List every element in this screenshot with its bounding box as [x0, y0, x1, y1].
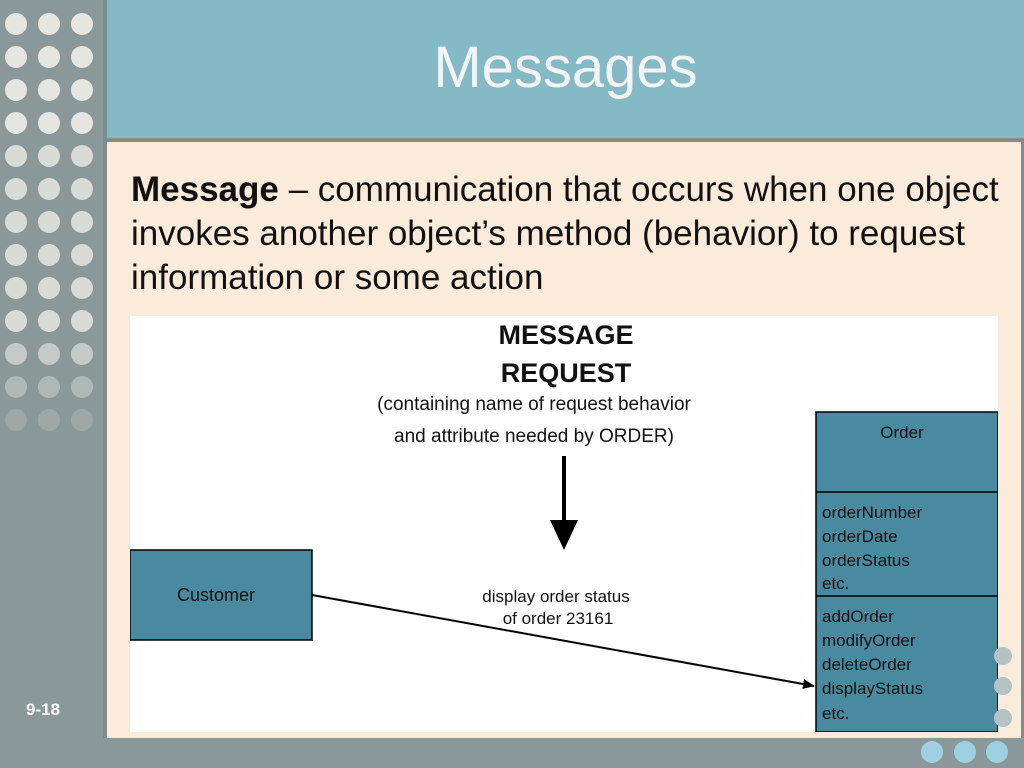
- order-method: deleteOrder: [822, 655, 912, 674]
- decor-dot: [38, 112, 60, 134]
- customer-label: Customer: [177, 585, 255, 605]
- request-title-line2: REQUEST: [501, 358, 632, 388]
- decor-dot: [5, 211, 27, 233]
- message-label-line1: display order status: [482, 587, 629, 606]
- request-note-line2: and attribute needed by ORDER): [394, 426, 674, 447]
- slide-title: Messages: [433, 35, 698, 100]
- decor-dot: [71, 277, 93, 299]
- order-attribute: orderDate: [822, 527, 898, 546]
- decor-dot: [38, 376, 60, 398]
- order-attribute: orderNumber: [822, 503, 922, 522]
- decor-dot: [5, 409, 27, 431]
- definition-body: communication that occurs when one objec…: [131, 170, 999, 297]
- down-arrow-icon: [550, 456, 578, 550]
- decor-dot: [5, 376, 27, 398]
- decor-dot: [5, 244, 27, 266]
- order-class-name: Order: [880, 423, 924, 442]
- decor-dot: [5, 343, 27, 365]
- decor-dot: [71, 178, 93, 200]
- decor-dot: [5, 46, 27, 68]
- decor-dot: [38, 46, 60, 68]
- request-note-line1: (containing name of request behavior: [377, 394, 691, 415]
- decor-dot: [38, 211, 60, 233]
- message-arrow: [311, 594, 815, 689]
- dot-pattern: [5, 13, 93, 431]
- decor-dot: [5, 145, 27, 167]
- order-attribute: orderStatus: [822, 551, 910, 570]
- decor-dot: [71, 244, 93, 266]
- decor-dot: [38, 145, 60, 167]
- decor-dot: [71, 79, 93, 101]
- sidebar-decoration: [0, 0, 103, 738]
- decor-dot: [38, 13, 60, 35]
- order-class-box: Order orderNumber orderDate orderStatus …: [815, 411, 998, 732]
- decor-dot: [38, 79, 60, 101]
- decor-dot: [71, 409, 93, 431]
- diagram-canvas: MESSAGE REQUEST (containing name of requ…: [130, 320, 998, 732]
- definition-dash: –: [278, 170, 318, 209]
- decor-dot: [5, 13, 27, 35]
- title-bar: Messages: [107, 0, 1024, 138]
- order-method: modifyOrder: [822, 631, 916, 650]
- decor-dot: [71, 145, 93, 167]
- message-diagram: MESSAGE REQUEST (containing name of requ…: [130, 316, 998, 732]
- bottom-bar: [0, 738, 1024, 768]
- message-label-line2: of order 23161: [503, 609, 614, 628]
- decor-dot: [38, 409, 60, 431]
- decor-dot: [38, 244, 60, 266]
- decor-dot: [38, 277, 60, 299]
- customer-box: [130, 549, 313, 641]
- decor-dot: [5, 178, 27, 200]
- slide-number: 9-18: [26, 700, 61, 719]
- order-method: displayStatus: [822, 679, 923, 698]
- order-method: etc.: [822, 704, 849, 723]
- decor-dot: [38, 178, 60, 200]
- decor-dot: [71, 13, 93, 35]
- order-attribute: etc.: [822, 574, 849, 593]
- decor-dot: [5, 79, 27, 101]
- decor-dot: [5, 277, 27, 299]
- decor-dot: [5, 112, 27, 134]
- decor-dot: [71, 112, 93, 134]
- decor-dot: [5, 310, 27, 332]
- order-method: addOrder: [822, 607, 894, 626]
- decor-dot: [71, 211, 93, 233]
- decor-dot: [71, 343, 93, 365]
- definition-text: Message – communication that occurs when…: [131, 168, 1011, 300]
- definition-term: Message: [131, 170, 279, 209]
- request-title-line1: MESSAGE: [498, 320, 633, 350]
- decor-dot: [71, 46, 93, 68]
- decor-dot: [71, 376, 93, 398]
- decor-dot: [38, 310, 60, 332]
- decor-dot: [71, 310, 93, 332]
- decor-dot: [38, 343, 60, 365]
